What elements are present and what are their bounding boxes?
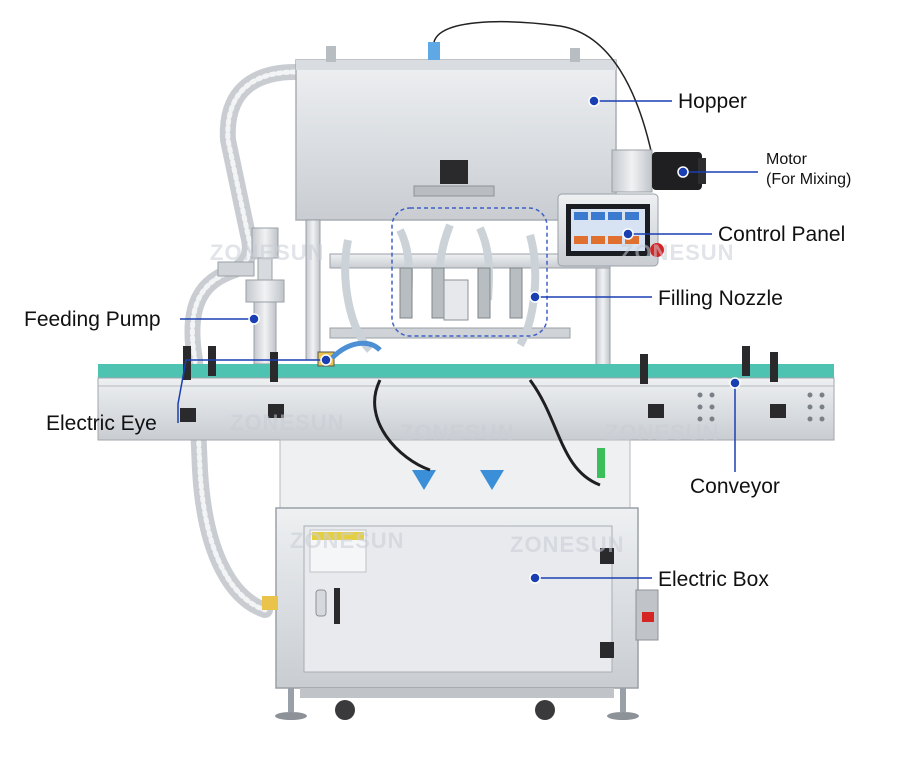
watermark: ZONESUN (510, 532, 625, 557)
label-electric-eye: Electric Eye (46, 412, 157, 435)
conveyor-dot (729, 377, 741, 389)
label-motor-line1: Motor (766, 151, 807, 168)
nozzle-highlight (391, 207, 548, 337)
watermark: ZONESUN (400, 420, 515, 445)
electric-eye-dot (320, 354, 332, 366)
control-panel-dot (622, 228, 634, 240)
hopper-dot (588, 95, 600, 107)
watermark: ZONESUN (620, 240, 735, 265)
feeding-pump-dot (248, 313, 260, 325)
label-control-panel: Control Panel (718, 223, 846, 246)
control-panel (557, 193, 664, 267)
mixing-motor (611, 149, 706, 193)
label-hopper: Hopper (678, 90, 747, 113)
label-motor: Motor (For Mixing) (766, 150, 851, 190)
hopper (295, 20, 656, 221)
electric-box (275, 507, 659, 689)
watermark: ZONESUN (605, 420, 720, 445)
label-conveyor: Conveyor (690, 475, 780, 498)
label-feeding-pump: Feeding Pump (24, 308, 161, 331)
label-motor-line2: (For Mixing) (766, 171, 852, 188)
label-filling-nozzle: Filling Nozzle (658, 287, 783, 310)
leader-dots (248, 95, 741, 584)
label-electric-box: Electric Box (658, 568, 769, 591)
machine-base (262, 596, 639, 720)
leader-lines (177, 100, 758, 579)
watermark: ZONESUN (230, 410, 345, 435)
nozzle-heads (399, 267, 523, 321)
watermark: ZONESUN (290, 528, 405, 553)
filling-nozzle-dot (529, 291, 541, 303)
electric-box-dot (529, 572, 541, 584)
watermark: ZONESUN (210, 240, 325, 265)
motor-dot (677, 166, 689, 178)
